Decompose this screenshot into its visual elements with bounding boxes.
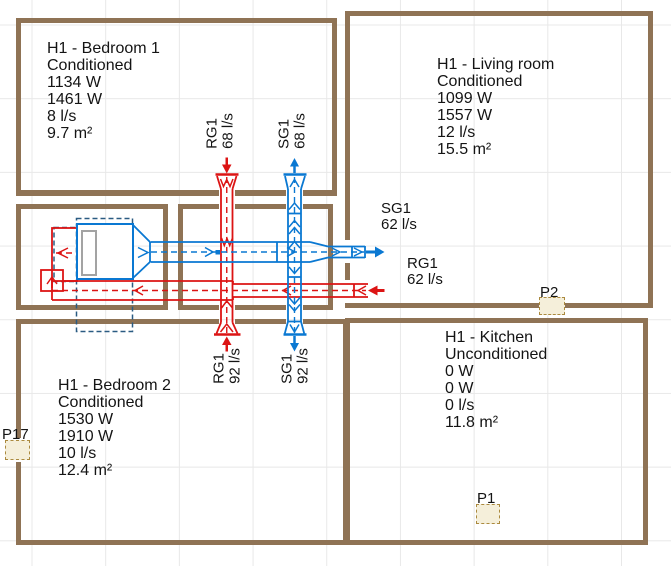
pressure-marker-label-p2: P2 bbox=[540, 284, 559, 301]
duct-name: RG1 bbox=[203, 118, 221, 149]
pressure-marker-label-p17: P17 bbox=[2, 426, 29, 443]
room-heat-load: 1461 W bbox=[47, 91, 103, 108]
duct-flow: 62 l/s bbox=[381, 216, 417, 233]
room-label-bedroom1[interactable]: H1 - Bedroom 1 Conditioned 1134 W 1461 W… bbox=[47, 40, 160, 142]
room-heat-loss: 1134 W bbox=[47, 74, 101, 91]
duct-flow: 68 l/s bbox=[291, 113, 308, 149]
duct-name: RG1 bbox=[210, 353, 228, 384]
room-area: 11.8 m² bbox=[445, 414, 499, 431]
room-condition: Unconditioned bbox=[445, 346, 548, 363]
duct-label-living-supply[interactable]: SG1 62 l/s bbox=[381, 201, 417, 233]
supply-flow-arrow-living bbox=[366, 246, 385, 258]
duct-label-bedroom1-supply[interactable]: SG1 68 l/s bbox=[275, 113, 309, 149]
duct-name: SG1 bbox=[381, 200, 412, 217]
room-title: H1 - Bedroom 1 bbox=[47, 40, 160, 57]
room-heat-load: 1557 W bbox=[437, 107, 493, 124]
duct-flow: 92 l/s bbox=[226, 348, 243, 384]
pressure-marker-p2[interactable] bbox=[539, 297, 565, 315]
extract-terminal-bedroom1[interactable] bbox=[215, 157, 239, 190]
room-airflow: 0 l/s bbox=[445, 397, 475, 414]
room-label-kitchen[interactable]: H1 - Kitchen Unconditioned 0 W 0 W 0 l/s… bbox=[445, 329, 547, 431]
walls[interactable] bbox=[16, 11, 653, 545]
supply-terminal-bedroom2[interactable] bbox=[283, 321, 307, 352]
room-heat-loss: 1099 W bbox=[437, 90, 493, 107]
pressure-marker-p17[interactable] bbox=[5, 440, 30, 460]
duct-name: SG1 bbox=[275, 118, 293, 149]
room-title: H1 - Kitchen bbox=[445, 329, 534, 346]
room-condition: Conditioned bbox=[58, 394, 144, 411]
supply-flow-arrow-bedroom1 bbox=[290, 158, 299, 167]
supply-terminal-bedroom1[interactable] bbox=[283, 158, 307, 190]
extract-terminal-bedroom2[interactable] bbox=[214, 322, 241, 352]
room-area: 15.5 m² bbox=[437, 141, 492, 158]
room-heat-load: 1910 W bbox=[58, 428, 114, 445]
room-heat-loss: 0 W bbox=[445, 363, 474, 380]
room-title: H1 - Bedroom 2 bbox=[58, 377, 171, 394]
duct-flow: 68 l/s bbox=[219, 113, 236, 149]
room-title: H1 - Living room bbox=[437, 56, 555, 73]
room-heat-load: 0 W bbox=[445, 380, 474, 397]
duct-label-bedroom1-extract[interactable]: RG1 68 l/s bbox=[203, 113, 237, 149]
duct-label-bedroom2-extract[interactable]: RG1 92 l/s bbox=[210, 348, 244, 384]
room-area: 12.4 m² bbox=[58, 462, 113, 479]
extract-flow-arrow-living bbox=[368, 285, 385, 296]
pressure-marker-label-p1: P1 bbox=[477, 490, 496, 507]
duct-flow: 92 l/s bbox=[294, 348, 311, 384]
duct-name: SG1 bbox=[278, 353, 296, 384]
room-airflow: 8 l/s bbox=[47, 108, 77, 125]
air-handling-unit[interactable] bbox=[76, 223, 152, 280]
pressure-marker-p1[interactable] bbox=[476, 504, 500, 524]
duct-label-living-extract[interactable]: RG1 62 l/s bbox=[407, 256, 443, 288]
room-label-living-room[interactable]: H1 - Living room Conditioned 1099 W 1557… bbox=[437, 56, 554, 158]
room-airflow: 10 l/s bbox=[58, 445, 97, 462]
room-condition: Conditioned bbox=[437, 73, 523, 90]
duct-name: RG1 bbox=[407, 255, 438, 272]
extract-flow-arrow-bedroom2 bbox=[222, 336, 232, 345]
room-condition: Conditioned bbox=[47, 57, 133, 74]
ahu-extract-section[interactable] bbox=[51, 227, 78, 282]
ahu-filter bbox=[81, 230, 97, 276]
supply-flow-arrow-bedroom2 bbox=[290, 343, 299, 352]
room-heat-loss: 1530 W bbox=[58, 411, 114, 428]
duct-label-bedroom2-supply[interactable]: SG1 92 l/s bbox=[278, 348, 312, 384]
room-airflow: 12 l/s bbox=[437, 124, 476, 141]
room-area: 9.7 m² bbox=[47, 125, 93, 142]
room-label-bedroom2[interactable]: H1 - Bedroom 2 Conditioned 1530 W 1910 W… bbox=[58, 377, 171, 479]
duct-flow: 62 l/s bbox=[407, 271, 443, 288]
supply-duct-network[interactable] bbox=[76, 158, 385, 352]
